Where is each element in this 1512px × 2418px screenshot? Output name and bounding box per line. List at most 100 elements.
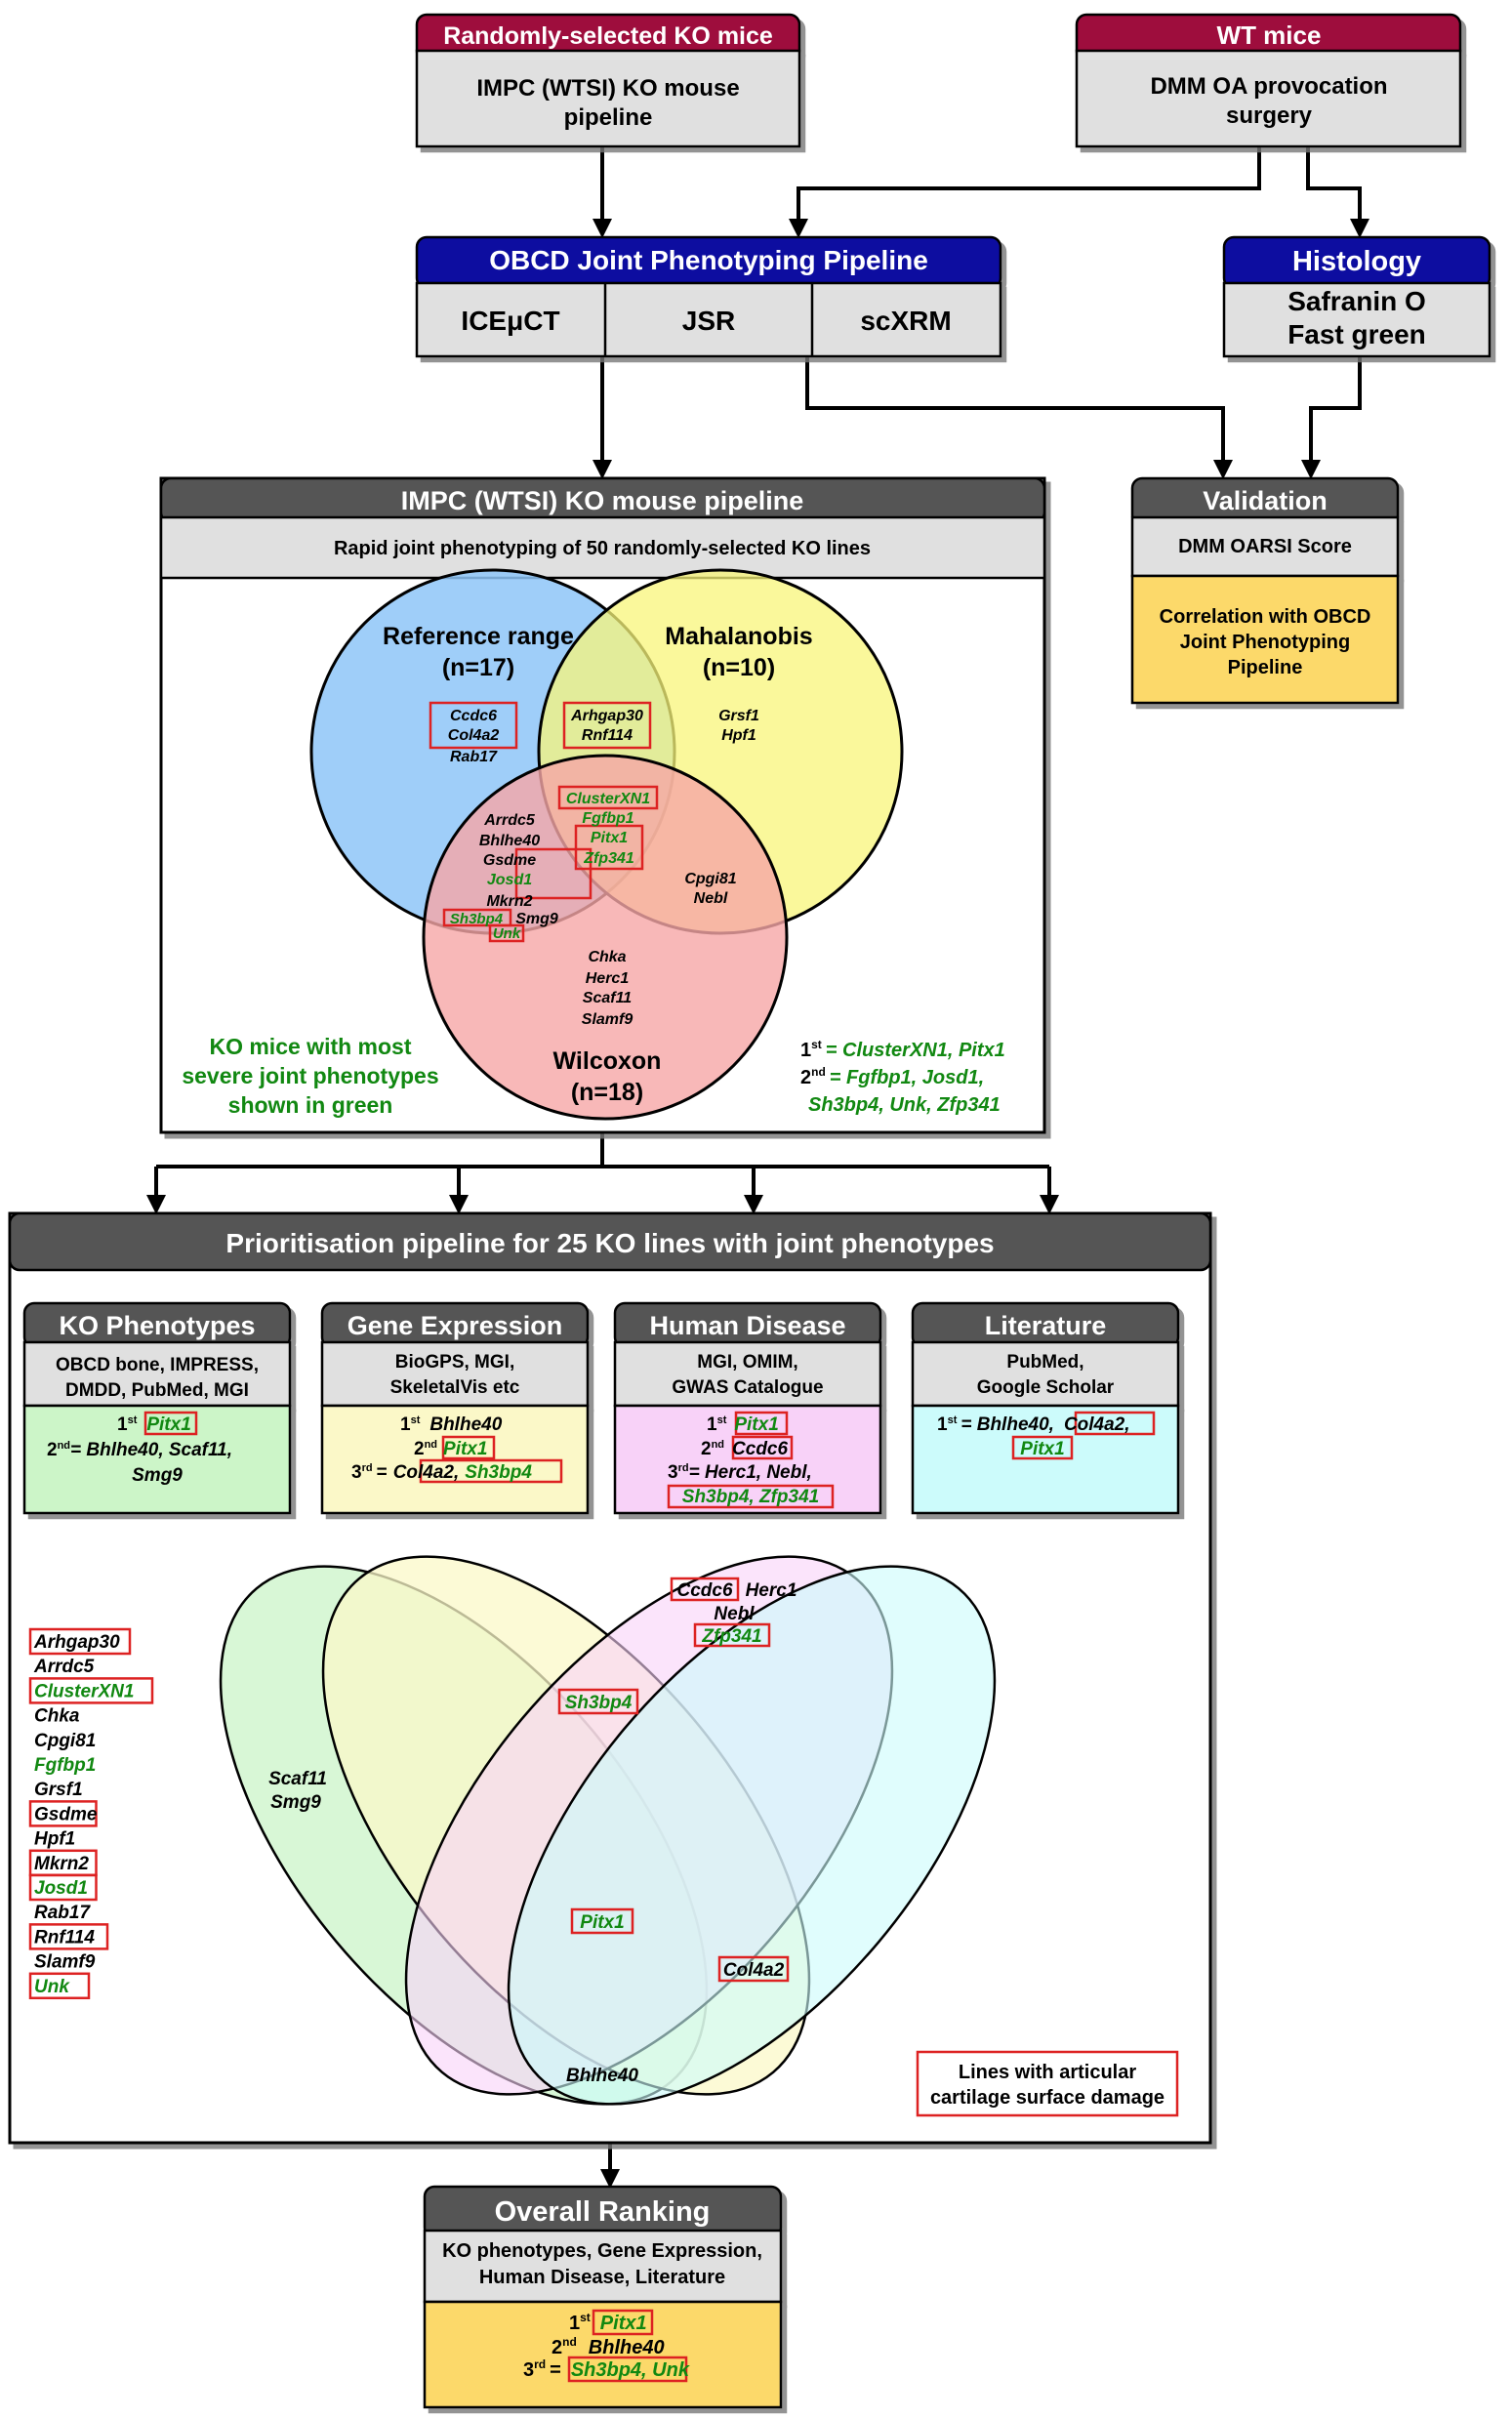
gene-smg9: Smg9 (515, 911, 558, 927)
lit-card-src-2: Google Scholar (977, 1377, 1115, 1398)
impc-rank-2: 2nd= Fgfbp1, Josd1, (800, 1065, 984, 1088)
histology-body-2: Fast green (1287, 319, 1426, 349)
hd-card-src-2: GWAS Catalogue (672, 1377, 823, 1398)
obcd-cell-jsr: JSR (682, 306, 735, 336)
gene-sh3bp4: Sh3bp4 (450, 911, 504, 927)
validation-header: Validation (1203, 486, 1328, 515)
gene-pitx1: Pitx1 (591, 830, 628, 846)
impc-rank-1: 1st= ClusterXN1, Pitx1 (800, 1038, 1005, 1061)
impc-note-1: KO mice with most (209, 1034, 411, 1059)
venn4-gene-labels: Ccdc6 Herc1 Nebl Zfp341 Sh3bp4 Scaf11 Sm… (268, 1580, 797, 2086)
ko-mice-body-1: IMPC (WTSI) KO mouse (476, 75, 739, 102)
ko-card-rank-2-b: Smg9 (132, 1465, 183, 1486)
lit-card-title: Literature (985, 1311, 1107, 1340)
gene-list-item: Slamf9 (34, 1952, 96, 1973)
ge-card-src-1: BioGPS, MGI, (395, 1352, 514, 1373)
gene-list-item: Mkrn2 (34, 1854, 89, 1874)
gene-list-item: Hpf1 (34, 1829, 75, 1850)
gene-list-item: Fgfbp1 (34, 1755, 96, 1776)
wt-mice-body-2: surgery (1226, 102, 1313, 129)
gene-list-highlight-box (28, 1972, 91, 2000)
venn4-ccdc6: Ccdc6 (676, 1580, 732, 1601)
venn4-smg9: Smg9 (270, 1792, 321, 1813)
obcd-box (415, 235, 1002, 358)
gene-list-item: Rab17 (34, 1903, 91, 1923)
hd-card-src-1: MGI, OMIM, (697, 1352, 797, 1373)
gene-scaf11: Scaf11 (583, 990, 633, 1006)
ko-card-title: KO Phenotypes (59, 1311, 255, 1340)
venn-ref-title: Reference range (383, 623, 574, 650)
histology-body-1: Safranin O (1287, 286, 1426, 316)
hd-card-rank-3-b: Sh3bp4, Zfp341 (682, 1487, 819, 1507)
overall-src-2: Human Disease, Literature (479, 2267, 725, 2288)
overall-ranking-box (423, 2185, 783, 2409)
gene-list-item: Cpgi81 (34, 1731, 96, 1751)
ge-card-rank-3: 3rd=Col4a2,Sh3bp4 (351, 1462, 532, 1483)
overall-src-1: KO phenotypes, Gene Expression, (442, 2240, 762, 2262)
hd-card-title: Human Disease (649, 1311, 845, 1340)
venn-circle-wilcoxon (422, 754, 789, 1121)
gene-arrdc5: Arrdc5 (483, 812, 536, 829)
histology-box (1222, 235, 1492, 358)
gene-ccdc6: Ccdc6 (450, 708, 497, 724)
impc-note: KO mice with most severe joint phenotype… (182, 1034, 438, 1118)
gene-list-item: Arrdc5 (33, 1657, 95, 1677)
card-highlight-boxes (143, 1411, 1156, 1509)
wt-mice-box (1075, 13, 1462, 148)
validation-corr-1: Correlation with OBCD (1160, 606, 1371, 628)
venn4-scaf11: Scaf11 (268, 1769, 327, 1789)
gene-list-item: Grsf1 (34, 1780, 83, 1800)
overall-highlight-boxes (567, 2309, 688, 2383)
gene-zfp341: Zfp341 (583, 850, 634, 867)
overall-rank-3: 3rd=Sh3bp4, Unk (523, 2357, 690, 2381)
gene-list-item: Unk (34, 1977, 70, 1997)
impc-header: IMPC (WTSI) KO mouse pipeline (401, 486, 804, 515)
venn4-zfp341: Zfp341 (701, 1626, 761, 1647)
gene-cpgi81: Cpgi81 (684, 871, 736, 887)
gene-col4a2: Col4a2 (448, 727, 500, 744)
venn3-gene-labels: Ccdc6 Col4a2 Rab17 Arhgap30 Rnf114 Grsf1… (448, 708, 759, 1028)
remaining-gene-list: Arhgap30Arrdc5ClusterXN1ChkaCpgi81Fgfbp1… (28, 1627, 154, 2000)
venn-wil-n: (n=18) (571, 1079, 643, 1106)
gene-list-item: Rnf114 (34, 1927, 95, 1947)
gene-list-item: Chka (34, 1706, 80, 1727)
card-titles: KO Phenotypes Gene Expression Human Dise… (59, 1311, 1106, 1340)
histology-header: Histology (1292, 246, 1421, 277)
gene-hpf1: Hpf1 (721, 727, 756, 744)
venn4-highlight-boxes (557, 1577, 790, 1983)
obcd-cell-icemuct: ICEμCT (461, 306, 559, 336)
ko-card-src-2: DMDD, PubMed, MGI (65, 1380, 249, 1401)
impc-rank-2-b: Sh3bp4, Unk, Zfp341 (808, 1094, 1001, 1116)
venn-three-circles (309, 568, 904, 1121)
ko-mice-box (415, 13, 801, 148)
gene-list-highlight-box (28, 1800, 98, 1827)
gene-herc1: Herc1 (586, 970, 630, 987)
gene-list-item: Arhgap30 (33, 1632, 120, 1653)
gene-list-highlight-box (28, 1923, 109, 1950)
venn4-bhlhe40: Bhlhe40 (566, 2066, 638, 2086)
venn-ref-n: (n=17) (442, 654, 514, 681)
gene-fgfbp1: Fgfbp1 (582, 810, 633, 827)
venn4-herc1: Herc1 (746, 1580, 797, 1601)
gene-clusterxn1: ClusterXN1 (566, 791, 650, 807)
card-sources: OBCD bone, IMPRESS, DMDD, PubMed, MGI Bi… (56, 1352, 1115, 1401)
lit-card-src-1: PubMed, (1006, 1352, 1083, 1373)
venn-four-ellipses (219, 1555, 997, 2106)
venn4-sh3bp4: Sh3bp4 (565, 1693, 633, 1713)
hd-card-rank-3: 3rd= Herc1, Nebl, (668, 1462, 812, 1483)
validation-score: DMM OARSI Score (1178, 536, 1352, 557)
venn3-highlight-boxes (429, 701, 659, 943)
gene-josd1: Josd1 (487, 872, 532, 888)
lit-card-rank-1-b: Pitx1 (1020, 1439, 1064, 1459)
